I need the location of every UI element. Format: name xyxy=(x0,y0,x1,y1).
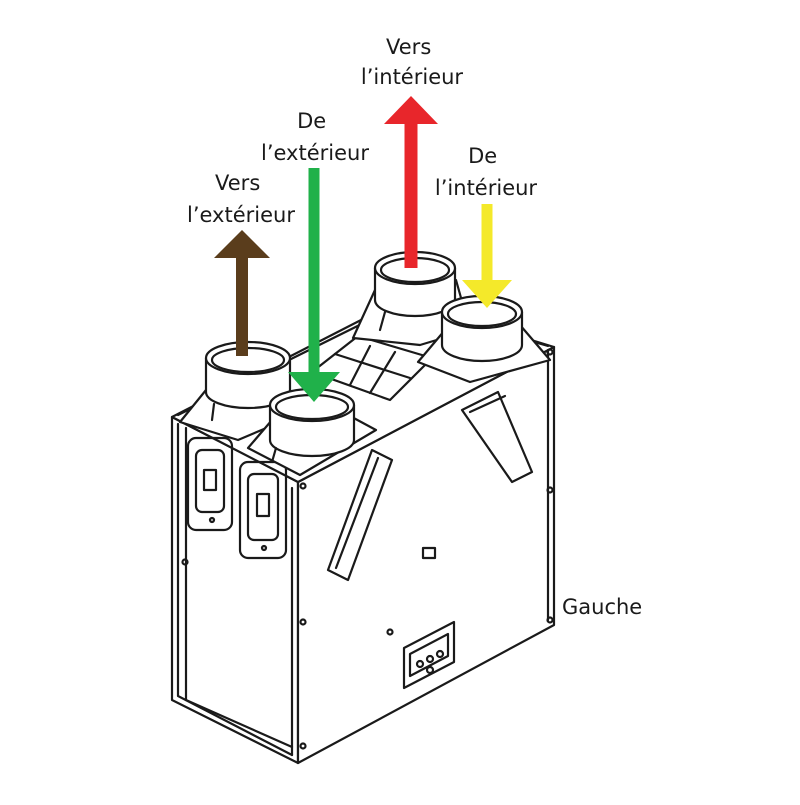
port-from-outside xyxy=(246,387,378,477)
arrow-from-outside xyxy=(288,168,340,402)
arrow-from-inside xyxy=(462,204,512,308)
port-from-inside xyxy=(416,294,552,384)
door-left xyxy=(186,436,234,532)
label-to-inside: Vers l’intérieur xyxy=(361,35,464,89)
label-side-gauche: Gauche xyxy=(562,595,642,619)
arrow-to-outside xyxy=(214,230,270,356)
control-panel xyxy=(402,620,456,690)
arrow-to-inside xyxy=(384,96,438,268)
label-from-inside: De l’intérieur xyxy=(435,144,538,200)
door-right xyxy=(238,460,288,560)
port-to-inside xyxy=(351,250,472,347)
side-latch-right xyxy=(460,390,534,484)
side-port xyxy=(421,546,437,560)
label-to-outside: Vers l’extérieur xyxy=(187,171,295,227)
label-from-outside: De l’extérieur xyxy=(261,109,369,165)
side-latch-left xyxy=(326,448,394,582)
